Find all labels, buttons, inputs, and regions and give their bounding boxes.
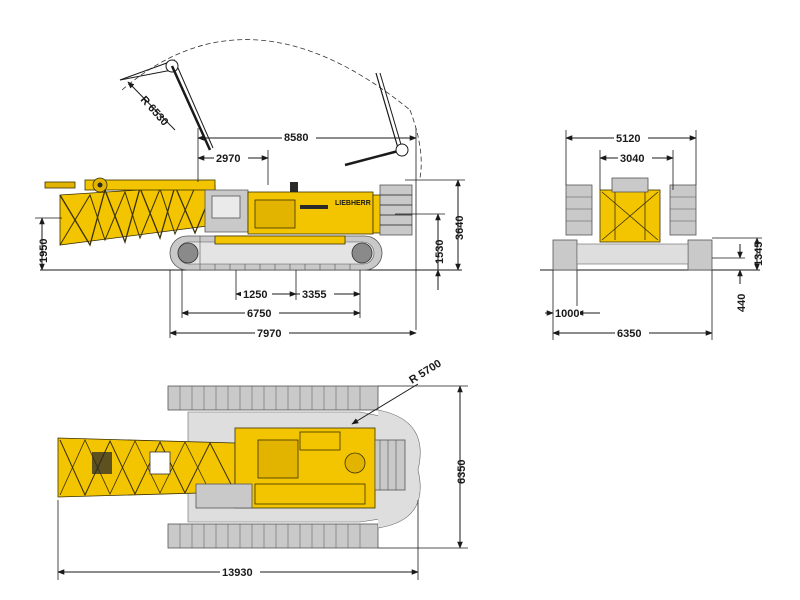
dim-1000: 1000 [555, 308, 579, 320]
front-right-dimensions: 1345 440 [712, 237, 765, 312]
dim-3040: 3040 [620, 153, 644, 165]
radius-5700-text: R 5700 [407, 358, 443, 387]
dim-13930: 13930 [222, 567, 253, 579]
front-top-dimensions: 5120 3040 [565, 130, 697, 190]
top-lattice-boom [57, 437, 236, 498]
dim-5120: 5120 [616, 133, 640, 145]
dim-7970: 7970 [257, 328, 281, 340]
dim-2970: 2970 [216, 153, 240, 165]
front-bottom-dimensions: 1000 6350 [545, 270, 713, 340]
dim-440: 440 [736, 294, 748, 312]
dim-1950: 1950 [38, 239, 50, 263]
front-track-left [552, 239, 578, 271]
side-right-dimensions: 3640 1530 [395, 179, 466, 290]
top-right-dimension: 6350 [378, 385, 468, 549]
side-top-dimensions: 8580 2970 [197, 128, 417, 330]
top-upper-body [195, 427, 406, 509]
top-bottom-dimension: 13930 [57, 500, 419, 580]
front-carbody [576, 243, 689, 265]
dim-3640: 3640 [454, 216, 466, 240]
brand-text: LIEBHERR [335, 200, 371, 207]
radius-6530-text: R 6530 [138, 94, 171, 128]
dim-3355: 3355 [302, 289, 326, 301]
crawler-track-side [169, 235, 383, 271]
side-view: R 6530 LIEBHERR [35, 39, 466, 340]
top-track-lower [167, 523, 379, 549]
dim-1250: 1250 [243, 289, 267, 301]
dim-1345: 1345 [753, 242, 765, 266]
front-view: 5120 3040 1345 440 1000 [540, 130, 765, 340]
lattice-boom [44, 177, 216, 247]
jib-arm [344, 72, 409, 167]
swing-arc [121, 39, 411, 111]
dim-1530: 1530 [434, 240, 446, 264]
counterweight-right [669, 184, 697, 236]
front-track-right [687, 239, 713, 271]
dim-6750: 6750 [247, 308, 271, 320]
dim-8580: 8580 [284, 132, 308, 144]
counterweight-left [565, 184, 593, 236]
side-bottom-dimensions: 1250 3355 6750 7970 [169, 270, 417, 340]
raised-boom [119, 59, 214, 151]
top-track-upper [167, 385, 379, 411]
upper-carriage: LIEBHERR [204, 182, 413, 236]
side-left-dimensions: 1950 [35, 217, 62, 271]
dim-6350-front: 6350 [617, 328, 641, 340]
top-view: R 5700 6350 13930 [57, 358, 468, 580]
front-engine [611, 177, 649, 193]
dim-6350-top: 6350 [456, 460, 468, 484]
radius-label-side: R 6530 [127, 81, 176, 131]
